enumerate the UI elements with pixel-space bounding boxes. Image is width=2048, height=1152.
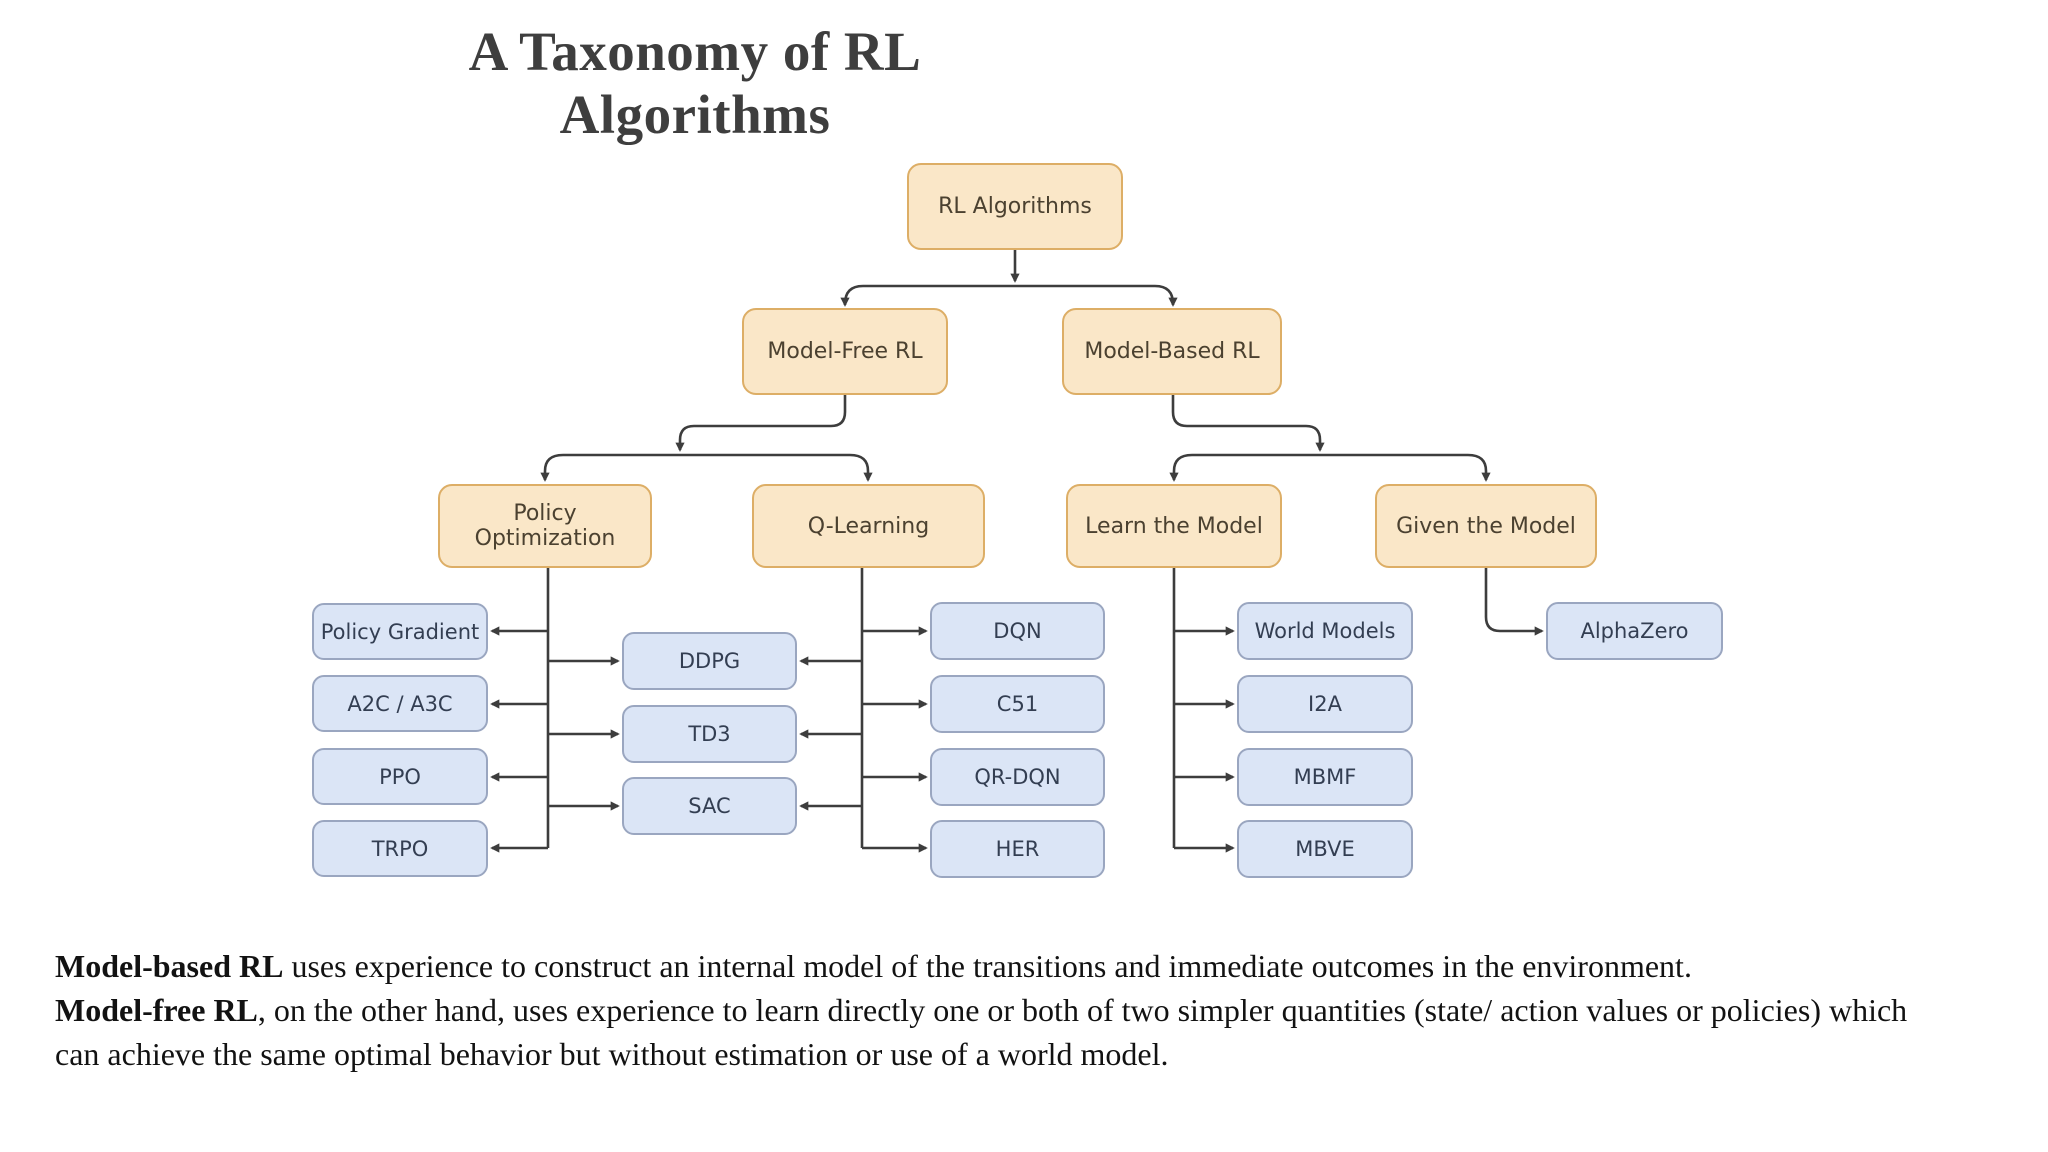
node-model-based-rl: Model-Based RL bbox=[1062, 308, 1282, 395]
page-title: A Taxonomy of RL Algorithms bbox=[468, 21, 922, 145]
node-td3: TD3 bbox=[622, 705, 797, 763]
edge-root-to-model-free bbox=[840, 284, 1015, 307]
edge-to-policy-optimization bbox=[540, 453, 680, 482]
node-q-learning: Q-Learning bbox=[752, 484, 985, 568]
node-model-free-rl: Model-Free RL bbox=[742, 308, 948, 395]
node-a2c-a3c: A2C / A3C bbox=[312, 675, 488, 732]
node-policy-optimization: Policy Optimization bbox=[438, 484, 652, 568]
node-her: HER bbox=[930, 820, 1105, 878]
node-policy-gradient: Policy Gradient bbox=[312, 603, 488, 660]
edge-model-based-stem bbox=[1171, 395, 1325, 452]
node-c51: C51 bbox=[930, 675, 1105, 733]
edge-to-q-learning bbox=[680, 453, 873, 482]
node-world-models: World Models bbox=[1237, 602, 1413, 660]
edge-to-learn-the-model bbox=[1169, 453, 1320, 482]
edge-to-given-the-model bbox=[1320, 453, 1491, 482]
caption-model-free: Model-free RL, on the other hand, uses e… bbox=[55, 992, 1908, 1073]
edge-to-alphazero bbox=[1484, 568, 1544, 636]
caption: Model-based RL uses experience to constr… bbox=[55, 944, 1935, 1076]
node-ddpg: DDPG bbox=[622, 632, 797, 690]
node-learn-the-model: Learn the Model bbox=[1066, 484, 1282, 568]
node-mbmf: MBMF bbox=[1237, 748, 1413, 806]
caption-model-based: Model-based RL uses experience to constr… bbox=[55, 948, 1692, 984]
node-ppo: PPO bbox=[312, 748, 488, 805]
node-qr-dqn: QR-DQN bbox=[930, 748, 1105, 806]
node-i2a: I2A bbox=[1237, 675, 1413, 733]
node-dqn: DQN bbox=[930, 602, 1105, 660]
edge-root-to-model-based bbox=[1015, 284, 1178, 307]
node-alphazero: AlphaZero bbox=[1546, 602, 1723, 660]
node-sac: SAC bbox=[622, 777, 797, 835]
node-trpo: TRPO bbox=[312, 820, 488, 877]
node-mbve: MBVE bbox=[1237, 820, 1413, 878]
edge-model-free-stem bbox=[675, 395, 847, 452]
node-given-the-model: Given the Model bbox=[1375, 484, 1597, 568]
node-rl-algorithms: RL Algorithms bbox=[907, 163, 1123, 250]
